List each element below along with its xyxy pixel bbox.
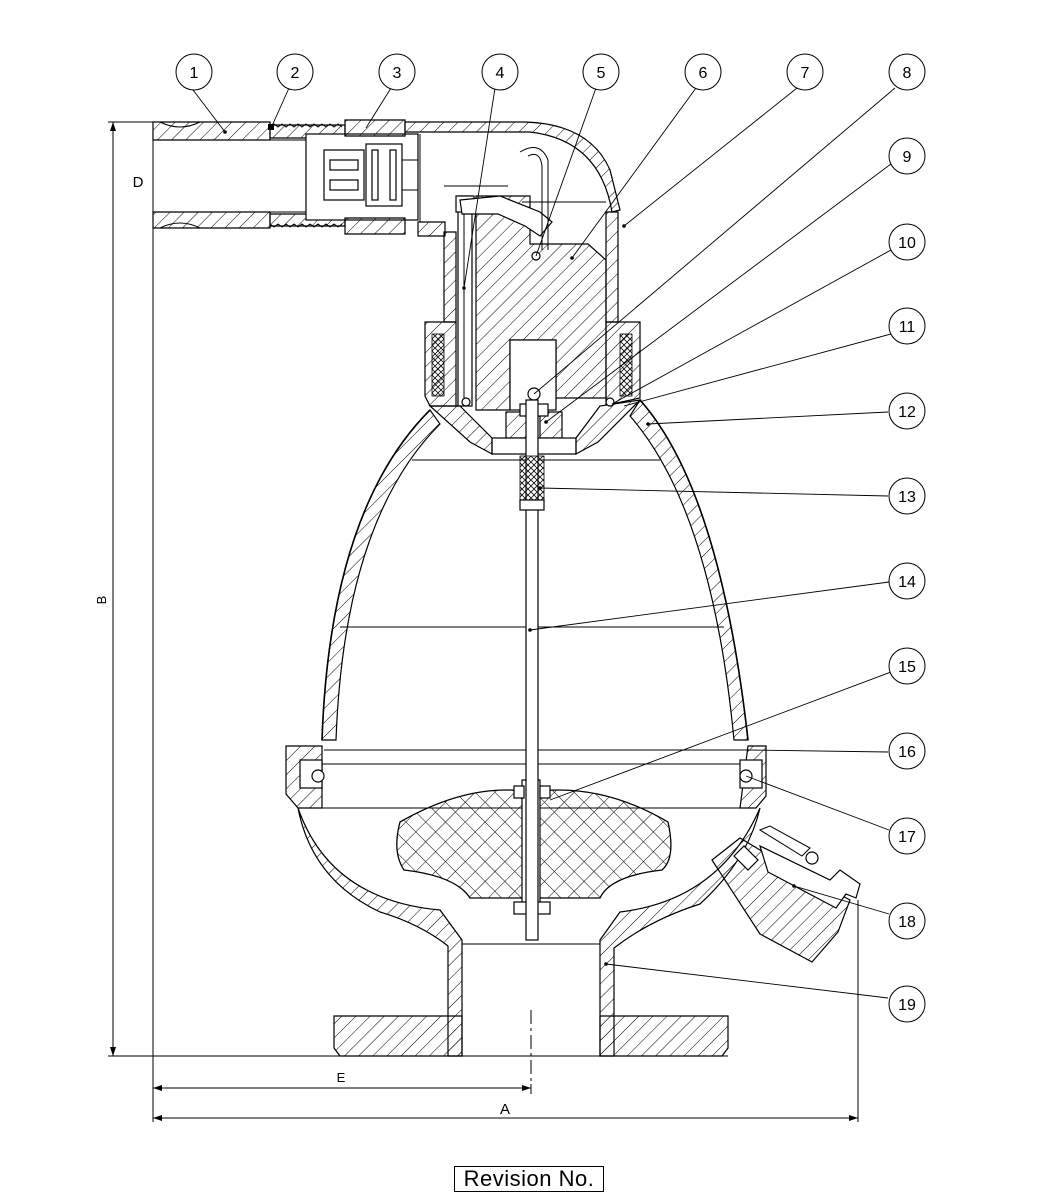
svg-text:11: 11 — [899, 319, 916, 336]
svg-text:12: 12 — [898, 404, 916, 421]
svg-text:7: 7 — [801, 65, 810, 82]
revision-label: Revision No. — [454, 1166, 604, 1192]
dim-label-a: A — [500, 1101, 510, 1118]
part-balloon-7: 7 — [786, 53, 824, 91]
part-balloon-9: 9 — [888, 137, 926, 175]
svg-text:10: 10 — [898, 235, 916, 252]
svg-text:9: 9 — [903, 149, 912, 166]
part-balloon-16: 16 — [888, 732, 926, 770]
svg-text:16: 16 — [898, 744, 916, 761]
svg-text:19: 19 — [898, 997, 916, 1014]
part-balloon-14: 14 — [888, 562, 926, 600]
part-balloon-15: 15 — [888, 647, 926, 685]
svg-text:5: 5 — [597, 65, 606, 82]
part-balloon-2: 2 — [276, 53, 314, 91]
svg-text:8: 8 — [903, 65, 912, 82]
part-balloon-6: 6 — [684, 53, 722, 91]
part-balloon-19: 19 — [888, 985, 926, 1023]
part-balloon-3: 3 — [378, 53, 416, 91]
dim-label-d: D — [133, 174, 144, 191]
outlet-pipe — [152, 119, 621, 237]
part-balloon-13: 13 — [888, 477, 926, 515]
part-balloon-17: 17 — [888, 817, 926, 855]
svg-text:14: 14 — [898, 574, 916, 591]
part-balloon-5: 5 — [582, 53, 620, 91]
svg-text:1: 1 — [190, 65, 199, 82]
drain-valve — [711, 825, 861, 963]
svg-text:2: 2 — [291, 65, 300, 82]
svg-text:15: 15 — [898, 659, 916, 676]
dim-label-b: B — [94, 596, 109, 605]
float-stem — [519, 399, 545, 941]
svg-text:13: 13 — [898, 489, 916, 506]
part-balloon-1: 1 — [175, 53, 213, 91]
svg-text:17: 17 — [898, 829, 916, 846]
dimension-lines — [108, 121, 859, 1122]
leader-dots — [223, 130, 796, 966]
part-balloon-8: 8 — [888, 53, 926, 91]
svg-text:6: 6 — [699, 65, 708, 82]
part-balloon-4: 4 — [481, 53, 519, 91]
dim-label-e: E — [337, 1070, 346, 1085]
part-balloon-18: 18 — [888, 902, 926, 940]
part-balloon-12: 12 — [888, 392, 926, 430]
part-balloon-10: 10 — [888, 223, 926, 261]
leader-lines — [189, 85, 896, 999]
part-balloon-11: 11 — [888, 307, 926, 345]
svg-text:3: 3 — [393, 65, 402, 82]
svg-text:18: 18 — [898, 914, 916, 931]
svg-text:4: 4 — [496, 65, 505, 82]
